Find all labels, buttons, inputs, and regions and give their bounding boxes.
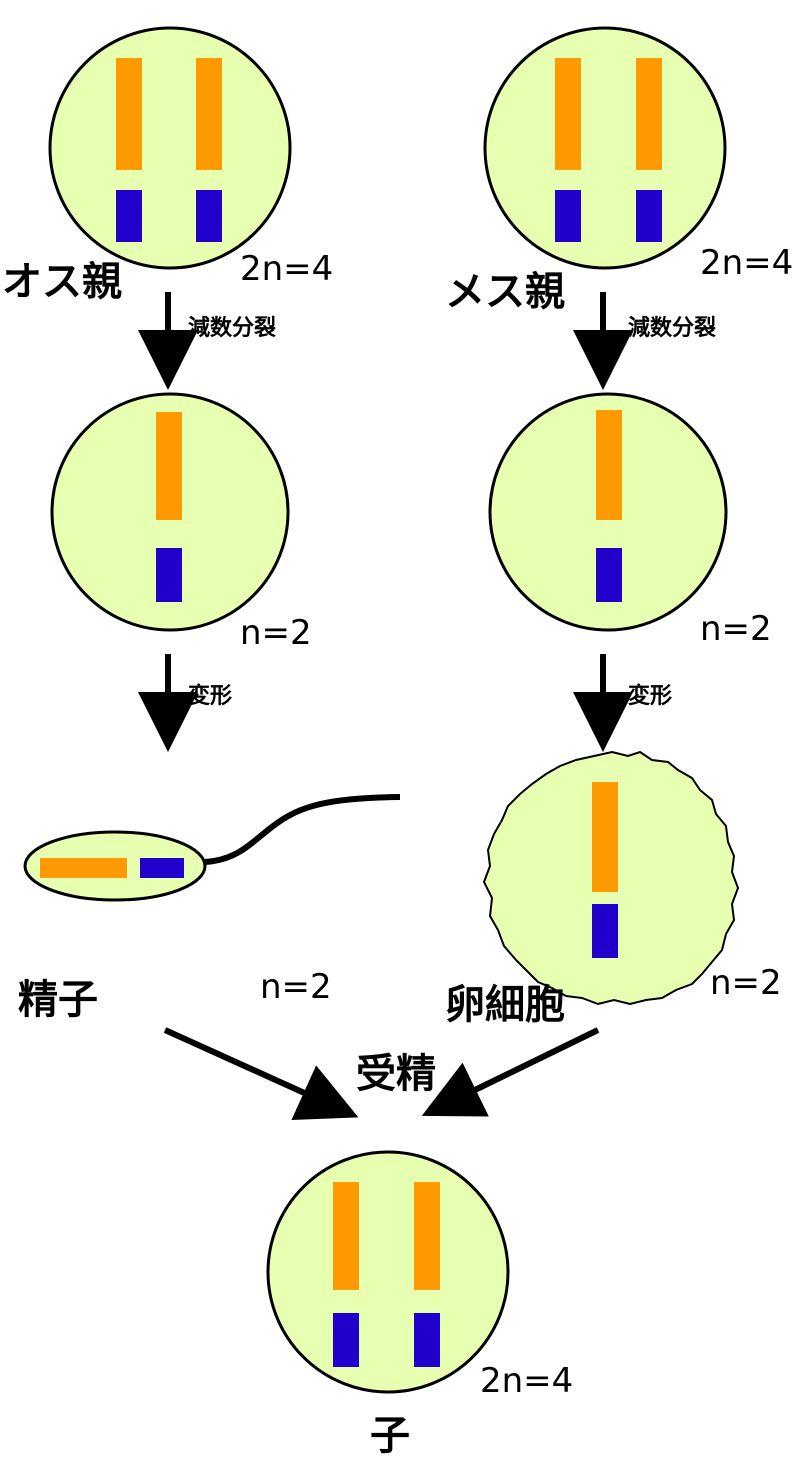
male-meiosis-label: 減数分裂	[188, 316, 277, 341]
egg-to-offspring-arrow	[421, 1027, 600, 1117]
offspring-cell	[266, 1150, 510, 1394]
male-parent-chromosome-short-1	[116, 190, 142, 242]
male-haploid-cell	[50, 392, 290, 632]
female-parent-chromosome-long-1	[555, 58, 581, 170]
egg-chromosome-long	[592, 782, 618, 892]
fertilization-label: 受精	[356, 1051, 436, 1097]
male-parent-label: オス親	[2, 259, 122, 305]
sperm-to-offspring-arrow	[163, 1027, 359, 1121]
egg-label: 卵細胞	[445, 982, 565, 1028]
female-parent-chromosome-long-2	[636, 58, 662, 170]
male-parent-chromosome-long-1	[116, 58, 142, 170]
sperm-tail	[204, 794, 401, 865]
sperm-cell	[23, 794, 401, 902]
offspring-ploidy: 2n=4	[480, 1361, 574, 1401]
female-haploid-cell	[488, 392, 728, 632]
female-parent-ploidy: 2n=4	[700, 243, 794, 283]
offspring-chromosome-short-2	[414, 1313, 440, 1367]
male-parent-cell	[48, 26, 292, 270]
female-haploid-chromosome-short	[596, 548, 622, 602]
female-haploid-chromosome-long	[596, 410, 622, 520]
sperm-ploidy: n=2	[260, 967, 332, 1007]
female-transform-label: 変形	[628, 684, 673, 709]
offspring-label: 子	[370, 1413, 410, 1459]
egg-ploidy: n=2	[710, 963, 782, 1003]
male-haploid-chromosome-short	[156, 548, 182, 602]
sperm-chromosome-short	[140, 858, 184, 878]
offspring-chromosome-long-2	[414, 1182, 440, 1290]
female-meiosis-label: 減数分裂	[628, 316, 717, 341]
male-parent-ploidy: 2n=4	[240, 249, 334, 289]
male-haploid-chromosome-long	[156, 412, 182, 520]
egg-cell	[482, 750, 740, 1006]
sperm-label: 精子	[18, 977, 98, 1023]
female-parent-chromosome-short-1	[555, 190, 581, 242]
female-haploid-ploidy: n=2	[700, 609, 772, 649]
sperm-chromosome-long	[40, 858, 127, 878]
male-transform-label: 変形	[188, 684, 233, 709]
female-parent-chromosome-short-2	[636, 190, 662, 242]
female-parent-label: メス親	[445, 269, 565, 315]
male-parent-chromosome-long-2	[196, 58, 222, 170]
male-parent-chromosome-short-2	[196, 190, 222, 242]
male-haploid-ploidy: n=2	[240, 613, 312, 653]
offspring-chromosome-long-1	[333, 1182, 359, 1290]
female-parent-cell	[483, 26, 727, 270]
egg-chromosome-short	[592, 904, 618, 958]
offspring-chromosome-short-1	[333, 1313, 359, 1367]
